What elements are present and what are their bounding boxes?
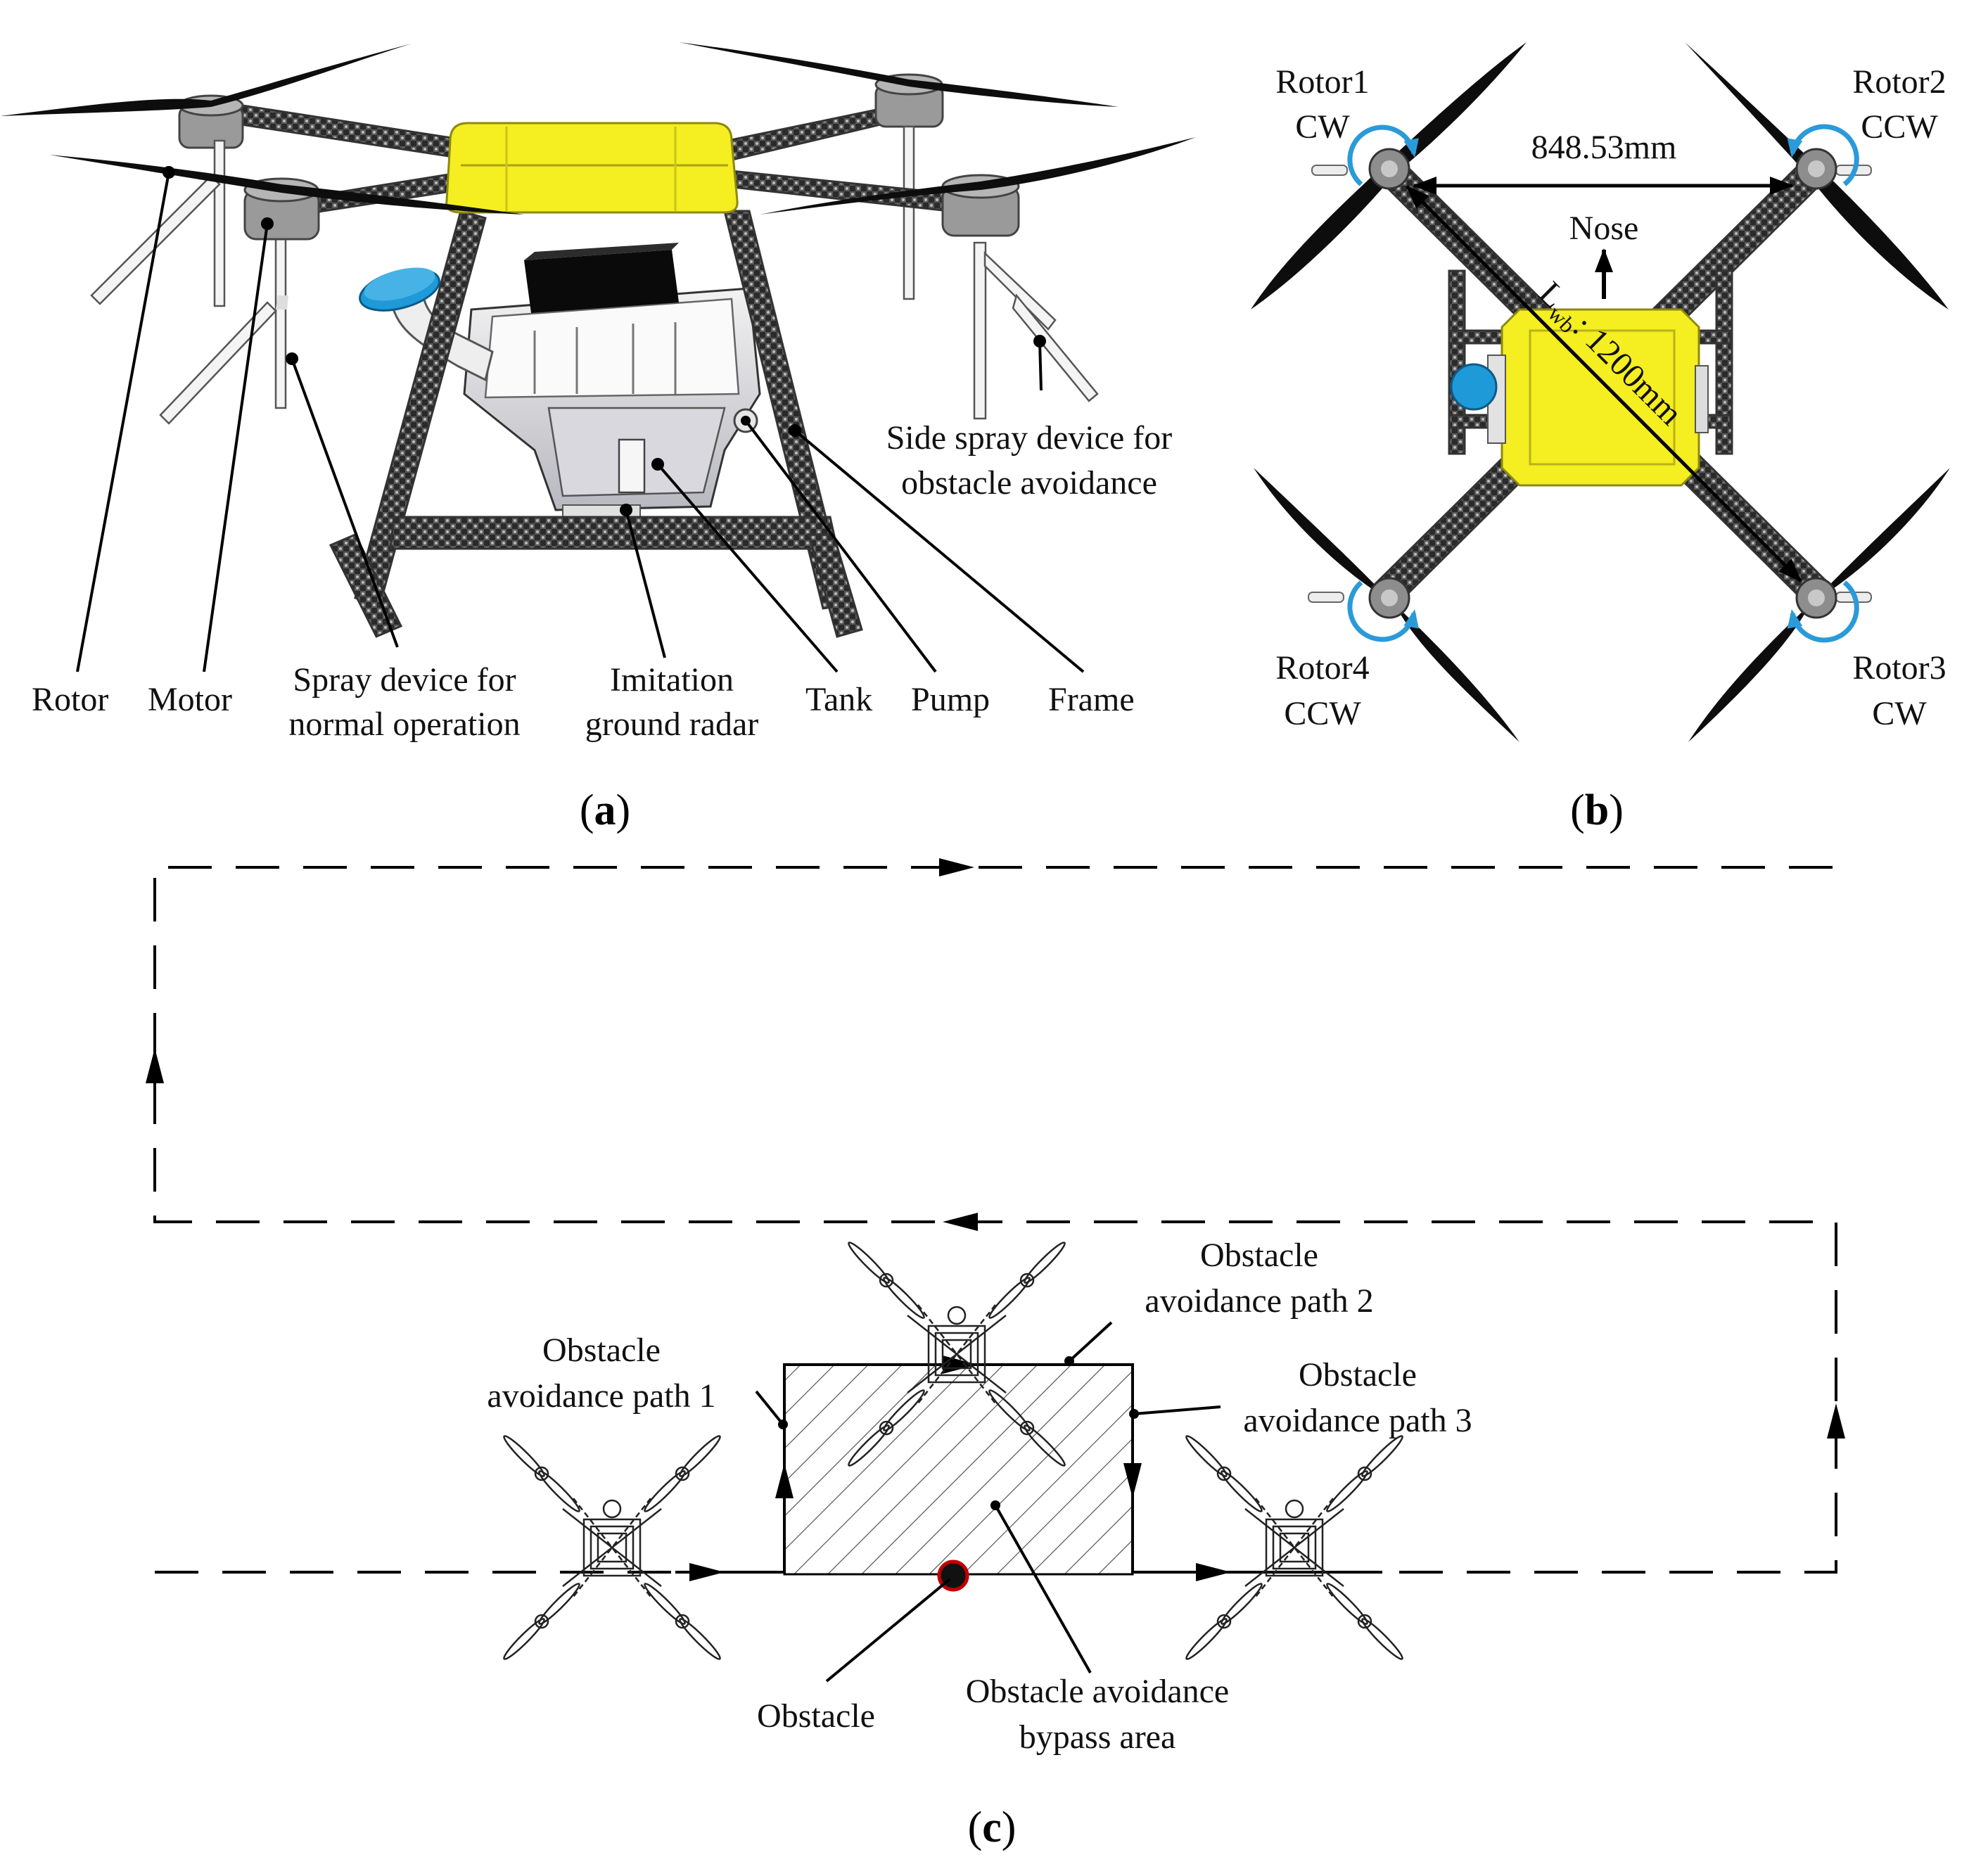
spray-tube-rear-right: [903, 125, 915, 300]
rotor4-ccw-arrow: [1347, 580, 1419, 642]
nose-label: Nose: [1569, 210, 1639, 247]
main-body: [445, 122, 739, 214]
label-side-spray-2: obstacle avoidance: [901, 464, 1157, 502]
label-spray-normal-2: normal operation: [288, 706, 520, 743]
side-spray-device: [973, 241, 1099, 420]
rotor3-dir: CW: [1872, 695, 1927, 732]
label-frame: Frame: [1048, 681, 1135, 718]
spray-tube-front-left: [159, 231, 288, 425]
caption-c-letter: c: [982, 1804, 1002, 1851]
rotor2: [1685, 42, 1949, 310]
caption-b: (b): [1570, 786, 1624, 834]
tank: [463, 243, 761, 511]
arrow-right-side: [1827, 1403, 1845, 1439]
caption-c: (c): [968, 1804, 1017, 1851]
label-tank: Tank: [805, 681, 872, 718]
front-right-propeller: [760, 137, 1196, 215]
arrow-path-entry: [689, 1563, 725, 1581]
label-path1-1: Obstacle: [542, 1332, 661, 1369]
rotor4: [1254, 468, 1519, 742]
panel-a-drone-side-view: Rotor Motor Spray device for normal oper…: [0, 42, 1196, 834]
rotor2-ccw-arrow: [1787, 124, 1859, 186]
label-rotor: Rotor: [32, 681, 108, 718]
arrow-path-top: [943, 1355, 978, 1374]
label-bypass-2: bypass area: [1019, 1718, 1176, 1756]
label-radar-2: ground radar: [585, 706, 759, 743]
rear-right-propeller: [679, 42, 1119, 107]
arrow-top: [939, 858, 974, 876]
leader-obstacle: [825, 1578, 951, 1683]
top-filler-cap: [1450, 363, 1498, 411]
label-path2-2: avoidance path 2: [1145, 1282, 1373, 1320]
caption-a-letter: a: [594, 786, 616, 834]
span-label: 848.53mm: [1531, 129, 1677, 166]
diagonal-dimension-line: [1406, 185, 1802, 582]
label-bypass-1: Obstacle avoidance: [966, 1673, 1229, 1710]
spray-tube-rear-left: [90, 139, 226, 307]
label-pump: Pump: [911, 681, 990, 718]
rotor1-dir: CW: [1295, 108, 1350, 146]
label-path3-1: Obstacle: [1299, 1356, 1417, 1393]
drone-after: [1183, 1432, 1406, 1663]
label-spray-normal-1: Spray device for: [293, 661, 516, 699]
rotor2-dir: CCW: [1861, 108, 1938, 146]
arrow-path-exit: [1196, 1563, 1231, 1581]
leader-path3: [1133, 1405, 1221, 1415]
rotor1: [1251, 42, 1527, 310]
label-obstacle: Obstacle: [757, 1697, 875, 1735]
caption-a: (a): [580, 786, 630, 834]
rotor1-cw-arrow: [1347, 125, 1419, 186]
panel-b-drone-top-view: 848.53mm Nose Lwb: 1200mm Rotor1 CW Roto…: [1251, 42, 1950, 834]
leader-path1: [755, 1390, 784, 1426]
arrow-path-down: [1123, 1463, 1142, 1498]
rotor3-name: Rotor3: [1852, 649, 1946, 687]
bypass-area: [783, 1363, 1134, 1576]
panel-c-avoidance-path: Obstacle avoidance path 1 Obstacle avoid…: [146, 858, 1845, 1851]
label-path1-2: avoidance path 1: [487, 1377, 715, 1415]
rotor3-cw-arrow: [1787, 580, 1859, 643]
arrow-left-side: [146, 1048, 164, 1083]
label-path3-2: avoidance path 3: [1243, 1402, 1472, 1439]
drone-before: [500, 1432, 724, 1663]
arrow-path-up: [775, 1463, 794, 1498]
rotor4-dir: CCW: [1284, 695, 1361, 732]
caption-b-letter: b: [1585, 786, 1609, 834]
leader-bypass: [994, 1505, 1092, 1673]
label-motor: Motor: [148, 681, 232, 718]
rotor2-name: Rotor2: [1852, 63, 1946, 101]
rear-left-propeller: [0, 44, 412, 116]
leader-path2: [1068, 1321, 1113, 1363]
rotor1-name: Rotor1: [1275, 63, 1369, 101]
label-path2-1: Obstacle: [1200, 1237, 1318, 1274]
flight-loop-top: [153, 866, 1837, 1574]
arrow-mid: [943, 1213, 978, 1231]
rotor4-name: Rotor4: [1275, 649, 1369, 687]
label-side-spray-1: Side spray device for: [886, 419, 1173, 457]
panel-a-leaders: [76, 166, 1085, 673]
label-radar-1: Imitation: [610, 661, 734, 699]
